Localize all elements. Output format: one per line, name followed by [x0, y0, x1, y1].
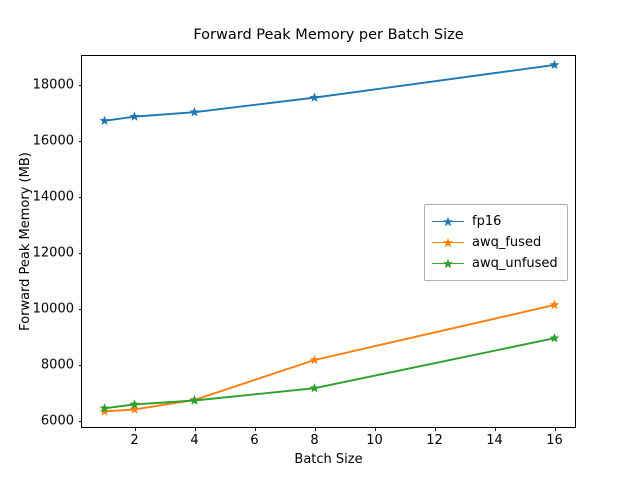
y-axis-tick-mark	[78, 252, 82, 255]
x-axis-tick-label: 14	[486, 433, 503, 448]
x-axis-tick-mark	[434, 427, 436, 431]
x-axis-tick-mark	[554, 427, 556, 431]
legend-swatch	[432, 236, 464, 250]
y-axis-tick-label: 18000	[32, 77, 74, 93]
data-point-marker	[129, 399, 140, 409]
x-axis-tick-label: 4	[190, 433, 199, 448]
data-point-marker	[549, 59, 560, 70]
data-point-marker	[129, 111, 140, 121]
x-axis-tick-mark	[314, 427, 316, 431]
series-fp16	[99, 59, 560, 126]
y-axis-tick-mark	[78, 364, 82, 366]
data-point-marker	[549, 332, 560, 343]
x-axis-tick-label: 2	[130, 433, 139, 448]
x-axis-tick-label: 6	[250, 433, 259, 448]
series-awq_unfused	[99, 332, 560, 413]
y-axis-tick-label: 6000	[40, 413, 74, 429]
y-axis-tick-mark	[78, 308, 82, 310]
data-point-marker	[309, 383, 320, 393]
x-axis-tick-mark	[374, 427, 376, 431]
series-awq_fused	[99, 299, 560, 416]
series-line	[103, 304, 556, 413]
x-axis-label: Batch Size	[294, 452, 363, 467]
data-point-marker	[99, 406, 110, 416]
y-axis-tick-label: 16000	[32, 133, 74, 149]
y-axis-tick-label: 12000	[32, 245, 74, 261]
star-icon	[443, 237, 453, 247]
x-axis-tick-label: 10	[366, 433, 383, 448]
star-icon	[443, 216, 453, 226]
legend-swatch	[432, 215, 464, 229]
series-line	[103, 337, 556, 410]
x-axis-tick-label: 16	[546, 433, 563, 448]
star-icon	[443, 258, 453, 268]
legend-item-fp16[interactable]: fp16	[432, 211, 558, 232]
series-layer	[99, 59, 560, 416]
x-axis-tick-label: 12	[426, 433, 443, 448]
y-axis-tick-mark	[78, 420, 82, 422]
series-line	[103, 63, 556, 122]
y-axis-tick-mark	[78, 197, 82, 199]
legend-swatch	[432, 257, 464, 271]
x-axis-tick-mark	[254, 427, 256, 431]
plot-area: 6000 8000 10000 12000 14000 16000 18000 2 4 6 8 10 1…	[33, 56, 575, 448]
x-axis-tick-mark	[194, 427, 196, 431]
legend-label: awq_unfused	[472, 256, 558, 271]
legend-label: awq_fused	[472, 235, 542, 250]
data-point-marker	[99, 115, 110, 126]
y-axis-label: Forward Peak Memory (MB)	[18, 152, 33, 331]
y-axis-tick-label: 10000	[32, 301, 74, 317]
x-axis-tick-mark	[494, 427, 496, 431]
x-axis-tick-mark	[134, 427, 136, 431]
data-point-marker	[309, 92, 320, 102]
legend-label: fp16	[472, 214, 502, 229]
y-axis-tick-mark	[78, 141, 82, 143]
data-point-marker	[549, 299, 560, 310]
legend-item-awq_unfused[interactable]: awq_unfused	[432, 253, 558, 274]
data-point-marker	[189, 106, 200, 117]
data-point-marker	[309, 354, 320, 365]
legend: fp16 awq_fused awq_unfused	[424, 204, 568, 281]
x-axis-tick-label: 8	[310, 433, 319, 448]
data-point-marker	[129, 404, 140, 414]
data-point-marker	[189, 395, 200, 405]
legend-item-awq_fused[interactable]: awq_fused	[432, 232, 558, 253]
y-axis-tick-label: 14000	[32, 189, 74, 205]
y-axis-tick-mark	[78, 85, 82, 87]
data-point-marker	[99, 403, 110, 413]
chart-title: Forward Peak Memory per Batch Size	[193, 27, 464, 43]
y-axis-tick-label: 8000	[40, 357, 74, 373]
